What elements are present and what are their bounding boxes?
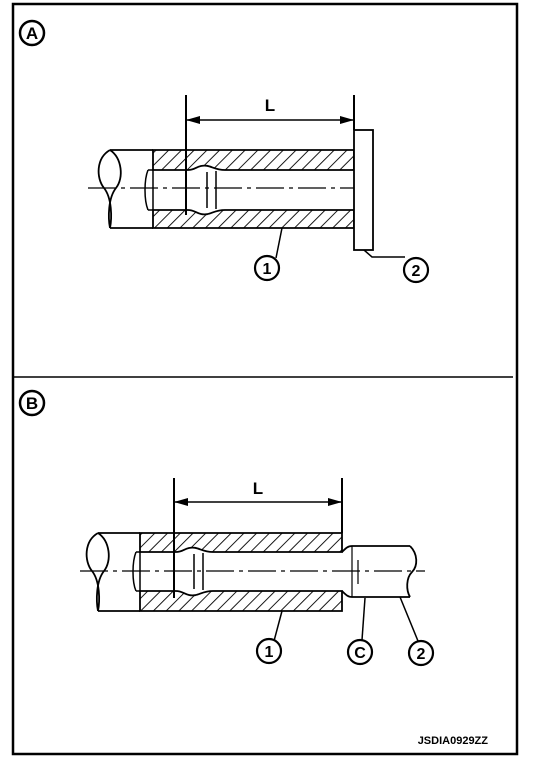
panel-b: B: [18, 389, 435, 667]
callout-1-b-label: 1: [265, 644, 274, 661]
tube-wall-top: [152, 149, 355, 171]
callout-2-a-label: 2: [412, 263, 421, 280]
panel-b-badge-label: B: [26, 394, 38, 413]
pipe-left-end-b: [85, 532, 140, 612]
dimension-l-b-label: L: [253, 479, 263, 498]
inner-pipe: [144, 169, 217, 211]
dimension-l-a: [185, 95, 355, 215]
inner-pipe-b: [132, 551, 204, 592]
callout-2-b-leader: [399, 596, 419, 642]
tube-wall-top-b: [139, 532, 343, 553]
callout-1-b: 1: [255, 637, 283, 665]
callout-c-label: C: [354, 645, 366, 662]
callout-2-a: 2: [402, 256, 430, 284]
panel-b-badge: B: [18, 389, 46, 417]
callout-1-a: 1: [253, 254, 281, 282]
callout-2-a-leader: [363, 249, 405, 258]
right-pipe: [341, 545, 418, 598]
dimension-l-b: [173, 478, 343, 598]
callout-c: C: [346, 638, 374, 666]
figure-code: JSDIA0929ZZ: [418, 735, 489, 747]
callout-1-a-leader: [275, 227, 283, 259]
tube-wall-bottom: [152, 209, 355, 229]
callout-1-a-label: 1: [263, 261, 272, 278]
outer-frame: [11, 2, 519, 756]
panel-a-badge: A: [18, 19, 46, 47]
callout-2-b-label: 2: [417, 646, 426, 663]
callout-1-b-leader: [273, 610, 283, 642]
stop-flange: [353, 129, 374, 251]
callout-c-leader: [361, 597, 366, 641]
callout-2-b: 2: [407, 639, 435, 667]
panel-a: A: [18, 19, 430, 284]
panel-a-badge-label: A: [26, 24, 38, 43]
tube-wall-bottom-b: [139, 590, 343, 612]
dimension-l-a-label: L: [265, 96, 275, 115]
